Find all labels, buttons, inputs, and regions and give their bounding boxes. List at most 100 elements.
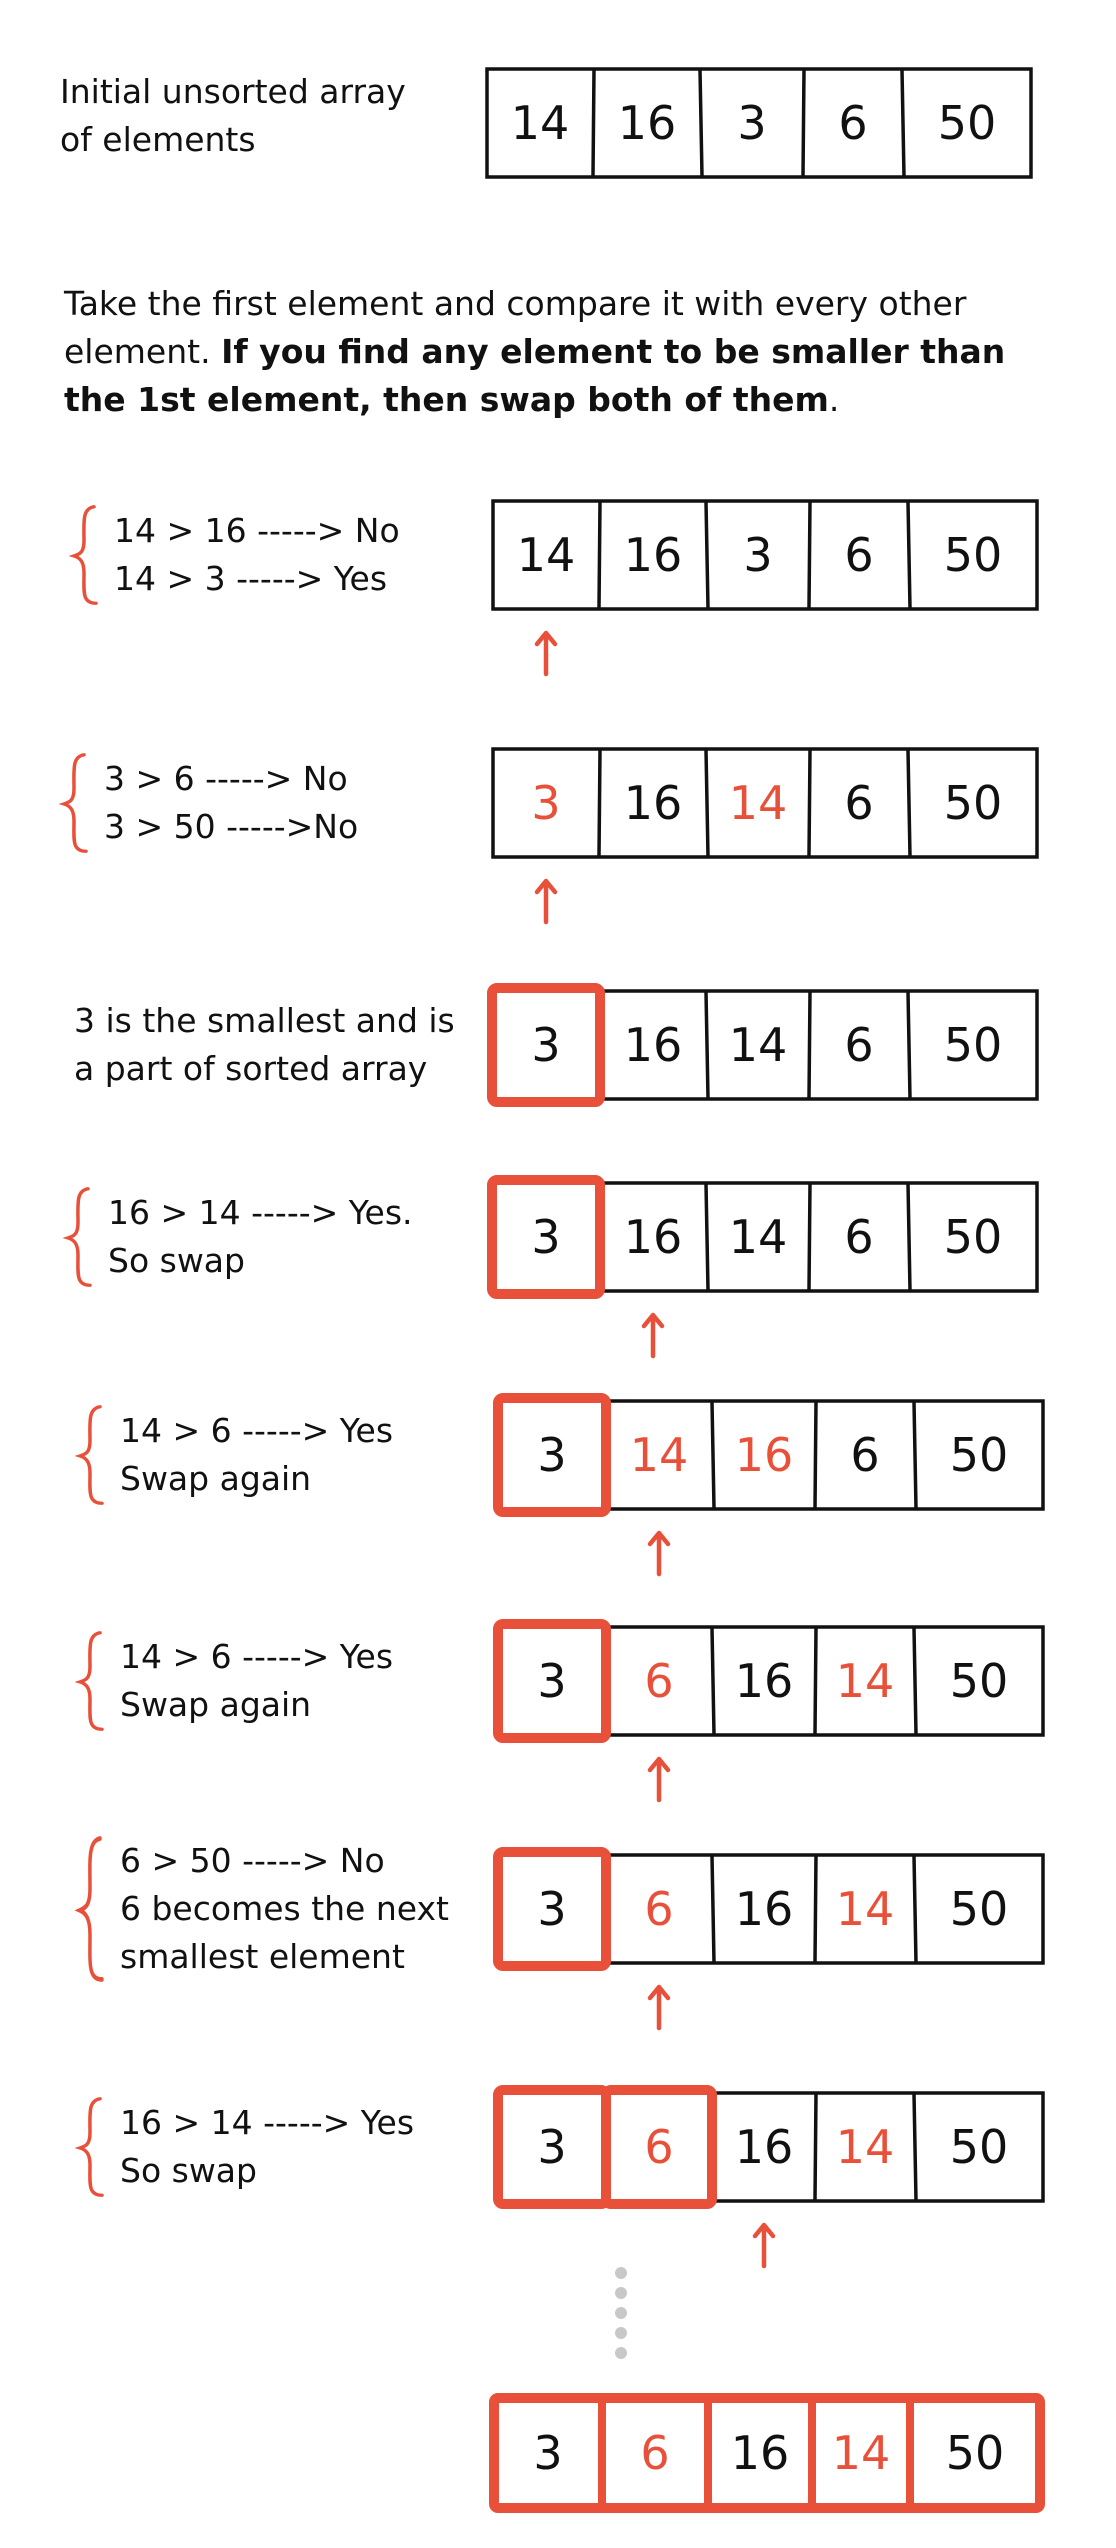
array-cell-1: 16 xyxy=(623,1018,683,1072)
cell-divider xyxy=(807,749,812,857)
sorted-highlight xyxy=(489,2393,1045,2513)
array-cell-0: 14 xyxy=(516,528,576,582)
array-cell-3: 14 xyxy=(831,2426,891,2480)
cell-divider xyxy=(597,749,602,857)
cell-divider xyxy=(912,2093,918,2201)
brace-path xyxy=(58,753,88,853)
array-cell-1: 16 xyxy=(623,1210,683,1264)
up-arrow-path xyxy=(647,1530,671,1577)
step-label-line: 14 > 6 -----> Yes xyxy=(120,1411,394,1450)
array-cell-0: 3 xyxy=(537,1428,567,1482)
array-cell-1: 16 xyxy=(617,96,677,150)
cell-divider xyxy=(597,501,602,609)
red-brace xyxy=(74,2097,104,2197)
array-frame xyxy=(487,983,1039,1107)
array-cell-4: 50 xyxy=(949,1654,1009,1708)
up-arrow-icon xyxy=(534,878,558,925)
array-cell-3: 6 xyxy=(844,1018,874,1072)
cell-divider xyxy=(813,1855,818,1963)
up-arrow-icon xyxy=(647,1756,671,1803)
array-cell-4: 50 xyxy=(949,2120,1009,2174)
initial-label-line-2: of elements xyxy=(60,120,256,159)
step-label-line: 16 > 14 -----> Yes. xyxy=(108,1193,413,1232)
array-frame xyxy=(485,67,1033,179)
cell-divider xyxy=(813,1401,818,1509)
up-arrow-path xyxy=(534,630,558,677)
array-cell-1: 14 xyxy=(629,1428,689,1482)
up-arrow-icon xyxy=(752,2222,776,2269)
array-cell-4: 50 xyxy=(943,528,1003,582)
cell-divider xyxy=(906,991,912,1099)
step-label-line: 14 > 6 -----> Yes xyxy=(120,1637,394,1676)
intro-text-end: . xyxy=(828,380,840,419)
step-label-line: 6 > 50 -----> No xyxy=(120,1841,385,1880)
array-frame xyxy=(493,1847,1045,1971)
array-cell-2: 14 xyxy=(728,776,788,830)
array-cell-4: 50 xyxy=(937,96,997,150)
cell-divider xyxy=(704,749,710,857)
array-cell-4: 50 xyxy=(949,1428,1009,1482)
array-cell-3: 14 xyxy=(835,1654,895,1708)
cell-divider xyxy=(801,69,806,177)
cell-divider xyxy=(912,1401,918,1509)
initial-label: Initial unsorted array of elements xyxy=(60,68,406,164)
array-frame xyxy=(491,499,1039,611)
cell-divider xyxy=(710,1401,716,1509)
array-cell-0: 3 xyxy=(537,1882,567,1936)
sorted-cell-highlight xyxy=(493,1393,611,1517)
cell-divider xyxy=(807,991,812,1099)
sorted-cell-highlight xyxy=(493,1847,611,1971)
step-label-line: 3 is the smallest and is xyxy=(74,1001,455,1040)
array-cell-2: 14 xyxy=(728,1210,788,1264)
step-3-label: 3 is the smallest and is a part of sorted… xyxy=(74,997,455,1093)
brace-path xyxy=(62,1187,92,1287)
sorted-cell-highlight xyxy=(601,2085,717,2209)
red-brace xyxy=(68,505,98,605)
array-cell-3: 14 xyxy=(835,2120,895,2174)
step-label-line: smallest element xyxy=(120,1937,405,1976)
cell-divider xyxy=(906,749,912,857)
cell-divider xyxy=(807,1183,812,1291)
up-arrow-path xyxy=(647,1984,671,2031)
array-outline xyxy=(491,499,1039,611)
array-cell-2: 14 xyxy=(728,1018,788,1072)
red-brace xyxy=(74,1836,104,1982)
up-arrow-icon xyxy=(641,1312,665,1359)
step-label-line: 16 > 14 -----> Yes xyxy=(120,2103,415,2142)
array-cell-4: 50 xyxy=(943,1018,1003,1072)
array-frame xyxy=(493,1619,1045,1743)
cell-divider xyxy=(710,1627,716,1735)
array-cell-2: 16 xyxy=(730,2426,790,2480)
array-cell-3: 6 xyxy=(844,776,874,830)
array-cell-1: 6 xyxy=(640,2426,670,2480)
array-cell-0: 3 xyxy=(531,776,561,830)
up-arrow-path xyxy=(752,2222,776,2269)
array-frame xyxy=(491,747,1039,859)
array-cell-4: 50 xyxy=(949,1882,1009,1936)
array-cell-2: 3 xyxy=(743,528,773,582)
sorted-cell-highlight xyxy=(487,983,605,1107)
intro-bold-text: If you find any element to be smaller th… xyxy=(64,332,1006,419)
array-cell-4: 50 xyxy=(943,1210,1003,1264)
up-arrow-path xyxy=(534,878,558,925)
cell-divider xyxy=(813,2093,818,2201)
step-label-line: Swap again xyxy=(120,1685,312,1724)
step-4-label: 16 > 14 -----> Yes.So swap xyxy=(108,1189,413,1285)
array-outline xyxy=(485,67,1033,179)
cell-divider xyxy=(912,1627,918,1735)
cell-divider xyxy=(906,501,912,609)
array-frame xyxy=(493,2085,1045,2209)
step-label-line: a part of sorted array xyxy=(74,1049,428,1088)
array-cell-3: 14 xyxy=(835,1882,895,1936)
array-cell-0: 3 xyxy=(537,1654,567,1708)
array-cell-1: 6 xyxy=(644,1654,674,1708)
